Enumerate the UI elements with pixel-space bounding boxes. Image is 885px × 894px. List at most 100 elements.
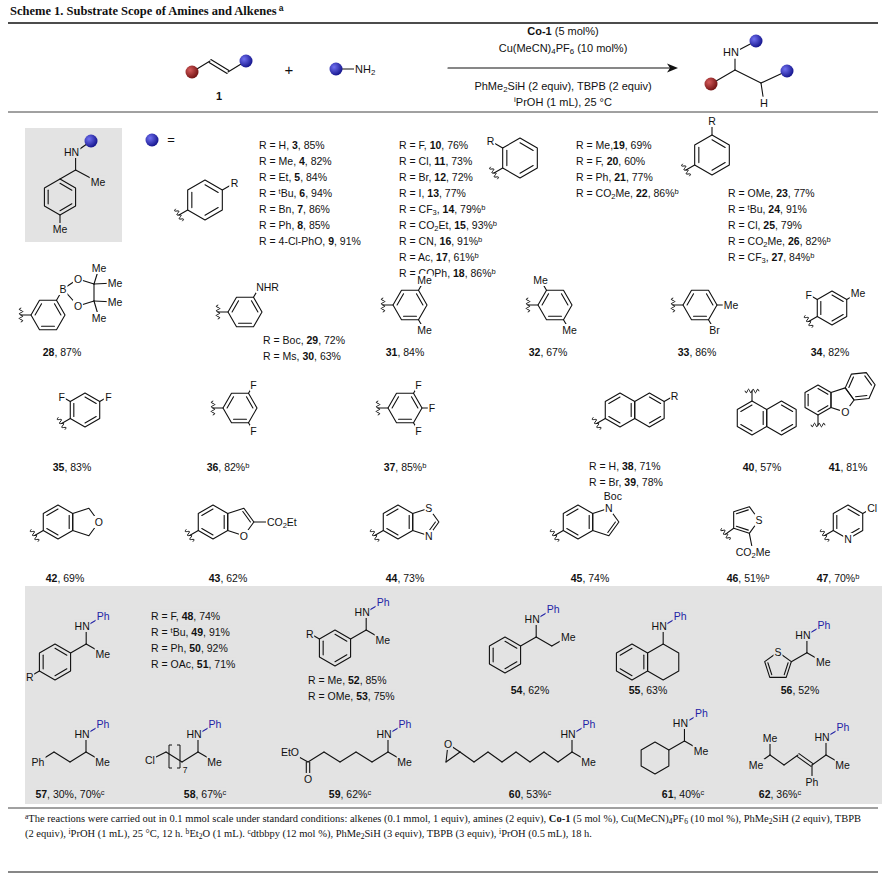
compound-number: 1	[215, 90, 223, 103]
bond-line	[521, 637, 537, 646]
compound-yield: 45, 74%	[570, 572, 611, 584]
attachment-squiggle	[550, 529, 559, 541]
footnote-marker: a	[278, 4, 285, 14]
attachment-squiggle	[30, 529, 39, 541]
yield-entry: R = tBu, 24, 91%	[727, 203, 808, 215]
bond-line	[687, 294, 693, 305]
atom-label: Me	[52, 223, 69, 235]
ring-bonds	[503, 138, 538, 178]
atom-label: F	[57, 390, 65, 402]
atom-label: Ph	[582, 718, 597, 730]
ring-bonds	[767, 401, 796, 435]
footnote: aThe reactions were carried out in 0.1 m…	[25, 812, 870, 841]
bond-line	[387, 528, 398, 534]
ring-bonds	[223, 393, 257, 422]
atom-label: Me	[560, 630, 577, 642]
bond-line	[809, 317, 818, 322]
atom-label: Me	[580, 755, 597, 767]
atom-label: F	[414, 379, 422, 391]
atom-label: HN	[794, 629, 811, 641]
bond-line	[561, 294, 567, 305]
compound-yield: 28, 87%	[42, 346, 83, 358]
atom-label: F	[428, 402, 436, 414]
bond-line	[404, 316, 417, 317]
attachment-squiggle	[745, 389, 759, 393]
bond-line	[848, 509, 859, 515]
ring-bonds	[635, 393, 664, 427]
bond-line	[375, 531, 384, 536]
bond-line	[502, 752, 516, 762]
atom-label: Me	[416, 324, 433, 336]
bond-line	[48, 190, 49, 204]
bond-line	[93, 284, 94, 301]
bond-line	[544, 752, 558, 762]
compound-yield: 56, 52%	[780, 684, 821, 696]
ring-bonds	[198, 505, 227, 539]
ring-bonds	[805, 385, 831, 415]
equals-sign: =	[166, 133, 176, 148]
atom-label: O	[840, 406, 850, 418]
yield-entry: R = OMe, 23, 77%	[727, 187, 816, 199]
compound-yield: 57, 30%, 70%c	[34, 788, 105, 800]
bond-line	[781, 405, 792, 411]
atom-label: Ph	[805, 776, 820, 788]
atom-label: HN	[354, 606, 371, 618]
bond-line	[741, 424, 752, 430]
yield-entry: R = Me, 52, 85%	[307, 674, 388, 686]
bond-line	[308, 752, 324, 762]
atom-label: Me	[723, 299, 740, 311]
atom-label: Me	[94, 755, 111, 767]
compound-yield: 32, 67%	[528, 346, 569, 358]
yield-entry: R = H, 3, 85%	[258, 139, 326, 151]
bond-line	[649, 397, 660, 403]
bond-line	[399, 419, 412, 420]
atom-label: CO2Me	[735, 546, 772, 558]
bond-line	[597, 419, 606, 424]
bond-line	[784, 663, 788, 675]
bond-line	[770, 755, 784, 765]
condition-text: PhMe2SiH (2 equiv), TBPB (2 equiv)	[473, 80, 652, 93]
bond-line	[856, 396, 867, 397]
bond-line	[54, 304, 60, 315]
yield-entry: R = Bn, 7, 86%	[258, 203, 331, 215]
yield-entry: R = CF3, 27, 84%b	[727, 251, 815, 263]
atom-label: O	[443, 738, 453, 750]
atom-label: Me	[107, 296, 124, 308]
bond-line	[356, 752, 372, 762]
bond-line	[227, 397, 233, 408]
attachment-squiggle	[490, 167, 499, 179]
bond-line	[493, 648, 494, 662]
yield-entry: R = F, 20, 60%	[575, 155, 646, 167]
bond-line	[35, 304, 41, 315]
rule-line	[8, 871, 878, 872]
yield-entry: R = Br, 12, 72%	[398, 171, 474, 183]
bond-line	[85, 416, 96, 422]
atom-label: Cl	[866, 502, 878, 514]
yield-entry: R = Ph, 50, 92%	[150, 642, 229, 654]
bond-line	[35, 531, 44, 536]
bond-line	[791, 653, 807, 662]
substituent-ball	[186, 66, 199, 79]
ring-bonds	[39, 644, 70, 680]
bond-line	[70, 752, 86, 762]
bond-line	[42, 326, 55, 327]
atom-label: O	[73, 273, 83, 285]
bond-line	[460, 752, 474, 762]
yield-entry: R = Ms, 30, 63%	[262, 350, 342, 362]
attachment-squiggle	[211, 401, 215, 415]
bond-line	[202, 509, 213, 515]
atom-label: Ph	[816, 619, 831, 631]
bond-line	[448, 67, 670, 68]
bond-line	[234, 419, 247, 420]
atom-label: Me	[416, 274, 433, 286]
compound-yield: 59, 62%c	[328, 788, 372, 800]
bond-line	[735, 70, 761, 83]
bond-line	[397, 294, 403, 305]
repeat-bracket	[177, 745, 180, 768]
compound-yield: 55, 63%	[628, 684, 669, 696]
compound-yield: 62, 36%c	[758, 788, 802, 800]
atom-label: N	[843, 533, 853, 545]
ring-bonds	[70, 393, 99, 427]
rule-line	[8, 22, 878, 24]
